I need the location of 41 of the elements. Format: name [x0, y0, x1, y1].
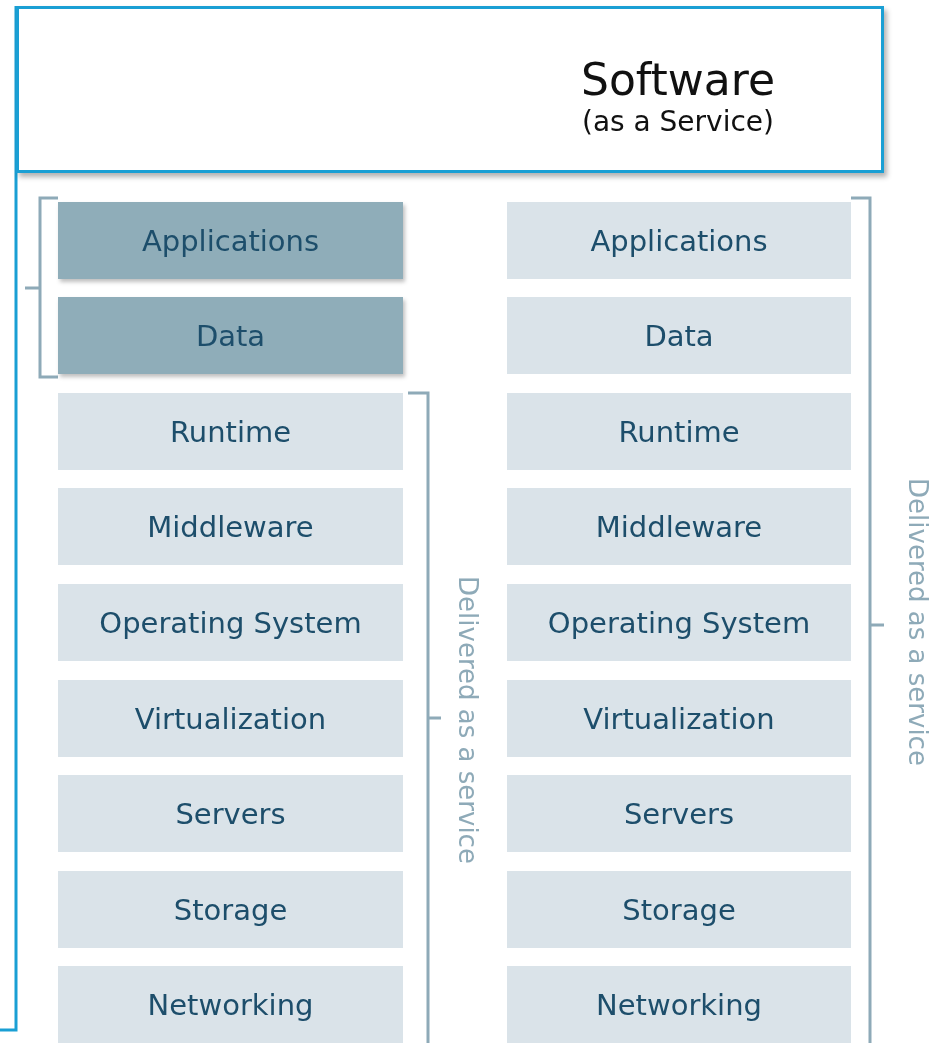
layer-label: Applications [590, 223, 768, 258]
layer-block [507, 202, 851, 279]
layer-label: Operating System [547, 605, 811, 640]
layer-label: Storage [173, 892, 288, 927]
layer-block [507, 966, 851, 1043]
layer-block [507, 775, 851, 852]
layer-label: Applications [141, 223, 320, 258]
side-label: Delivered as a service [452, 576, 483, 864]
layer-block [58, 202, 403, 279]
side-label: Delivered as a service [902, 478, 933, 766]
layer-label: Runtime [169, 414, 292, 449]
layer-block [58, 297, 403, 374]
layer-label: Operating System [99, 605, 362, 640]
layer-block [58, 871, 403, 948]
layer-label: Middleware [595, 509, 763, 544]
layer-label: Data [644, 318, 714, 353]
layer-label: Middleware [147, 509, 314, 544]
layer-block [58, 488, 403, 565]
layer-label: Runtime [618, 414, 740, 449]
layer-block [58, 680, 403, 757]
layer-label: Virtualization [583, 701, 775, 736]
layer-label: Storage [622, 892, 736, 927]
layer-block [58, 775, 403, 852]
layer-block [507, 871, 851, 948]
layer-block [507, 680, 851, 757]
layer-block [58, 393, 403, 470]
layer-label: Data [195, 318, 266, 353]
service-panel [16, 6, 884, 173]
layer-label: Virtualization [134, 701, 327, 736]
layer-block [507, 488, 851, 565]
layer-label: Networking [596, 987, 762, 1022]
layer-block [58, 966, 403, 1043]
layer-label: Servers [623, 796, 735, 831]
panel-title: Software [580, 53, 776, 105]
layer-label: Servers [175, 796, 286, 831]
layer-block [507, 584, 851, 661]
layer-block [507, 297, 851, 374]
layer-block [58, 584, 403, 661]
panel-subtitle: (as a Service) [580, 104, 775, 138]
layer-label: Networking [147, 987, 314, 1022]
layer-block [507, 393, 851, 470]
